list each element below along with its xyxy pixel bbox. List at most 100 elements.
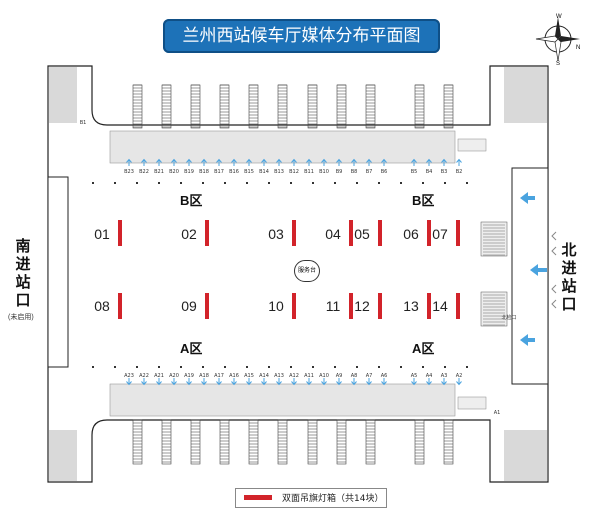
sign-number: 11 bbox=[325, 298, 341, 314]
north-gate-label: 北检口 bbox=[501, 315, 517, 321]
a-gate-arrow bbox=[201, 378, 207, 386]
b-stair-column bbox=[190, 84, 201, 129]
corner-block-top-right bbox=[504, 67, 547, 123]
b-gate-label: B6 bbox=[380, 169, 388, 175]
b-gate-arrow bbox=[411, 158, 417, 166]
b-gate-label: B10 bbox=[319, 169, 329, 175]
b-gate-arrow bbox=[306, 158, 312, 166]
b-gate-label: B14 bbox=[259, 169, 269, 175]
a-gate-label: A7 bbox=[365, 373, 373, 379]
sign-number: 10 bbox=[268, 298, 284, 314]
legend-label: 双面吊旗灯箱（共14块） bbox=[282, 494, 384, 504]
b-stair-column bbox=[132, 84, 143, 129]
a-side-escalator bbox=[457, 396, 487, 410]
a-gate-label: A21 bbox=[154, 373, 164, 379]
b-gate-arrow bbox=[441, 158, 447, 166]
sign-number: 05 bbox=[354, 226, 370, 242]
hall-dot bbox=[114, 182, 116, 184]
b-gate-label: B21 bbox=[154, 169, 164, 175]
b-stair-column bbox=[307, 84, 318, 129]
hall-dot bbox=[92, 182, 94, 184]
legend-swatch bbox=[244, 495, 272, 500]
south-entrance-label: 南进站口 bbox=[15, 238, 31, 309]
a-gate-arrow bbox=[411, 378, 417, 386]
a-stair-column bbox=[277, 419, 288, 465]
b-stair-column bbox=[365, 84, 376, 129]
sign-number: 08 bbox=[94, 298, 110, 314]
b-gate-arrow bbox=[321, 158, 327, 166]
b-gate-arrow bbox=[381, 158, 387, 166]
hall-dot bbox=[356, 182, 358, 184]
hall-dot bbox=[378, 182, 380, 184]
a-gate-arrow bbox=[126, 378, 132, 386]
a-gate-arrow bbox=[351, 378, 357, 386]
b-stair-column bbox=[248, 84, 259, 129]
a-stair-column bbox=[219, 419, 230, 465]
hall-dot bbox=[268, 366, 270, 368]
a-gate-label: A16 bbox=[229, 373, 239, 379]
b-gate-label: B4 bbox=[425, 169, 433, 175]
a-gate-label: A10 bbox=[319, 373, 329, 379]
hall-dot bbox=[378, 366, 380, 368]
a-gate-arrow bbox=[366, 378, 372, 386]
sign-box-14 bbox=[456, 293, 460, 319]
b-gate-arrow bbox=[186, 158, 192, 166]
a-gate-label: A15 bbox=[244, 373, 254, 379]
a-gate-label: A5 bbox=[410, 373, 418, 379]
b-gate-arrow bbox=[231, 158, 237, 166]
a-gate-arrow bbox=[306, 378, 312, 386]
a-gate-label: A6 bbox=[380, 373, 388, 379]
sign-number: 14 bbox=[432, 298, 448, 314]
south-entry-hall bbox=[47, 176, 69, 368]
hall-dot bbox=[180, 366, 182, 368]
hall-dot bbox=[400, 182, 402, 184]
a-gate-arrow bbox=[381, 378, 387, 386]
a-stair-column bbox=[190, 419, 201, 465]
hall-dot-rows bbox=[92, 182, 468, 368]
b-gate-arrow bbox=[156, 158, 162, 166]
sign-box-12 bbox=[378, 293, 382, 319]
service-desk: 服务台 bbox=[294, 260, 320, 282]
hall-dot bbox=[246, 182, 248, 184]
b-gate-arrow bbox=[141, 158, 147, 166]
sign-box-07 bbox=[456, 220, 460, 246]
b-gate-platform bbox=[109, 130, 456, 164]
sign-number: 02 bbox=[181, 226, 197, 242]
b-stair-column bbox=[443, 84, 454, 129]
hall-dot bbox=[136, 366, 138, 368]
b-gate-arrow bbox=[171, 158, 177, 166]
a-gate-arrow bbox=[456, 378, 462, 386]
a-gate-label: A18 bbox=[199, 373, 209, 379]
north-entry-hall bbox=[511, 167, 549, 385]
a-gate-arrow bbox=[246, 378, 252, 386]
hall-dot bbox=[334, 182, 336, 184]
b-gate-arrow bbox=[126, 158, 132, 166]
a-gate-label: A12 bbox=[289, 373, 299, 379]
sign-box-03 bbox=[292, 220, 296, 246]
hall-dot bbox=[246, 366, 248, 368]
hall-dot bbox=[312, 182, 314, 184]
b-platform-stairs bbox=[132, 84, 454, 129]
sign-box-04 bbox=[349, 220, 353, 246]
a-gate-arrow bbox=[426, 378, 432, 386]
hall-dot bbox=[290, 182, 292, 184]
b-gate-label: B15 bbox=[244, 169, 254, 175]
zone-b-right: B区 bbox=[412, 193, 435, 208]
a-gate-arrow bbox=[171, 378, 177, 386]
hall-dot bbox=[444, 366, 446, 368]
a-gate-label: A4 bbox=[425, 373, 433, 379]
corner-block-bottom-left bbox=[49, 430, 77, 481]
a-gate-arrow bbox=[321, 378, 327, 386]
b-gate-label: B5 bbox=[410, 169, 418, 175]
b-stair-column bbox=[219, 84, 230, 129]
corner-block-top-left bbox=[49, 67, 77, 123]
a-gate-arrow bbox=[156, 378, 162, 386]
b-gate-label: B2 bbox=[455, 169, 463, 175]
b-gate-arrow bbox=[336, 158, 342, 166]
sign-number: 06 bbox=[403, 226, 419, 242]
b-gate-arrow bbox=[201, 158, 207, 166]
north-gate-chevrons bbox=[551, 231, 557, 309]
a-gate-arrow bbox=[261, 378, 267, 386]
a-gate-label: A11 bbox=[304, 373, 314, 379]
b-gate-label: B9 bbox=[335, 169, 343, 175]
